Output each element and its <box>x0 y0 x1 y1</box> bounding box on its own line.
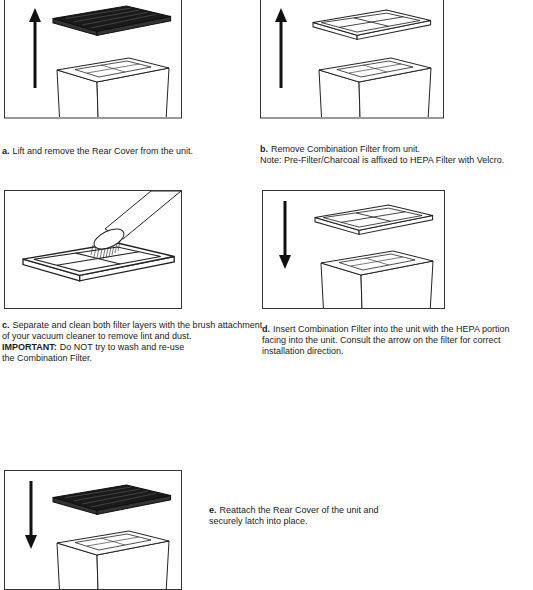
step-marker: c. <box>2 320 10 330</box>
instruction-text: Note: Pre-Filter/Charcoal is affixed to … <box>260 155 504 165</box>
step-marker: a. <box>2 146 10 156</box>
panel-b <box>261 0 444 150</box>
step-marker: e. <box>209 505 217 515</box>
caption-line: IMPORTANT:Do NOT try to wash and re-use … <box>2 342 192 364</box>
instruction-text: Separate and clean both filter layers wi… <box>2 320 262 341</box>
caption-b: b.Remove Combination Filter from unit.No… <box>260 144 532 166</box>
caption-line: c.Separate and clean both filter layers … <box>2 320 264 342</box>
instruction-text: Lift and remove the Rear Cover from the … <box>13 146 194 156</box>
step-marker: IMPORTANT: <box>2 342 57 352</box>
step-marker: b. <box>260 144 268 154</box>
caption-c: c.Separate and clean both filter layers … <box>2 320 264 364</box>
panel-d <box>263 191 445 344</box>
caption-line: d.Insert Combination Filter into the uni… <box>262 324 532 357</box>
caption-e: e.Reattach the Rear Cover of the unit an… <box>209 505 399 527</box>
caption-line: e.Reattach the Rear Cover of the unit an… <box>209 505 399 527</box>
caption-line: b.Remove Combination Filter from unit. <box>260 144 532 155</box>
caption-d: d.Insert Combination Filter into the uni… <box>262 324 532 357</box>
panel-e <box>5 471 182 590</box>
instruction-text: Insert Combination Filter into the unit … <box>262 324 509 356</box>
caption-line: a.Lift and remove the Rear Cover from th… <box>2 146 274 157</box>
step-marker: d. <box>262 324 270 334</box>
instruction-text: Remove Combination Filter from unit. <box>271 144 420 154</box>
instruction-text: Reattach the Rear Cover of the unit and … <box>209 505 379 526</box>
caption-a: a.Lift and remove the Rear Cover from th… <box>2 146 274 157</box>
panel-a <box>5 0 182 150</box>
caption-line: Note: Pre-Filter/Charcoal is affixed to … <box>260 155 532 166</box>
panel-c <box>5 191 182 309</box>
